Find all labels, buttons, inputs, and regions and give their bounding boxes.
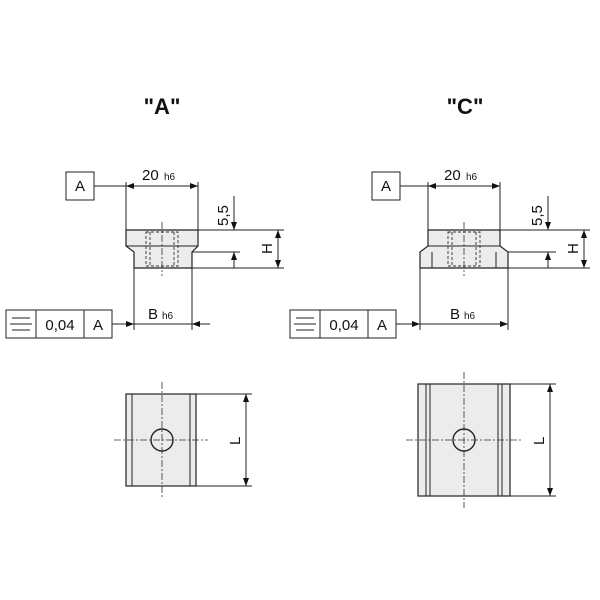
view-c-small-arrow-bottom (545, 252, 551, 260)
view-a-datum-label: A (75, 178, 85, 195)
view-c-l-dim: L (531, 437, 548, 445)
view-a-base-dim-tol: h6 (162, 311, 174, 322)
view-c-base-dim-tol: h6 (464, 311, 476, 322)
view-c-base-arrow-left (412, 321, 420, 327)
view-c-l-arrow-bottom (547, 488, 553, 496)
view-a-small-arrow-bottom (231, 252, 237, 260)
view-a-top-dim-arrow-right (190, 183, 198, 189)
view-c-top-dim-value: 20 (444, 167, 461, 184)
view-c-symmetry-icon (294, 317, 316, 331)
view-c-h-arrow-bottom (581, 260, 587, 268)
view-a-l-dim: L (227, 437, 244, 445)
view-c-tolerance-frame (289, 309, 397, 339)
view-a-l-arrow-top (243, 394, 249, 402)
view-a-title: "A" (144, 94, 181, 119)
view-c-small-arrow-top (545, 222, 551, 230)
view-a-l-arrow-bottom (243, 478, 249, 486)
view-a-base-arrow-left (126, 321, 134, 327)
view-a-top-dim-arrow-left (126, 183, 134, 189)
view-a-small-arrow-top (231, 222, 237, 230)
view-a-base-arrow-right (192, 321, 200, 327)
view-a-tolerance-value: 0,04 (45, 317, 74, 334)
view-c: "C" A 20 h6 5,5 H (289, 94, 590, 508)
view-a-tolerance-datum: A (93, 317, 103, 334)
view-a-top-dim-tol: h6 (164, 172, 176, 183)
view-c-tolerance-datum: A (377, 317, 387, 334)
view-c-h-arrow-top (581, 230, 587, 238)
view-c-base-arrow-right (500, 321, 508, 327)
view-a-symmetry-icon (10, 317, 32, 331)
view-c-base-dim-value: B (450, 306, 460, 323)
view-a-h-arrow-bottom (275, 260, 281, 268)
view-c-top-dim-arrow-right (492, 183, 500, 189)
view-c-small-dim: 5,5 (529, 205, 546, 226)
view-a: "A" A 20 h6 5,5 H (5, 94, 284, 498)
view-a-top-dim-value: 20 (142, 167, 159, 184)
view-a-base-dim-value: B (148, 306, 158, 323)
view-c-l-arrow-top (547, 384, 553, 392)
view-c-title: "C" (447, 94, 484, 119)
view-c-top-dim-tol: h6 (466, 172, 478, 183)
view-c-top-dim-arrow-left (428, 183, 436, 189)
view-c-tolerance-value: 0,04 (329, 317, 358, 334)
view-a-h-arrow-top (275, 230, 281, 238)
view-c-datum-label: A (381, 178, 391, 195)
view-a-tolerance-frame (5, 309, 113, 339)
view-a-small-dim: 5,5 (215, 205, 232, 226)
view-c-h-dim: H (565, 243, 582, 254)
view-a-h-dim: H (259, 243, 276, 254)
